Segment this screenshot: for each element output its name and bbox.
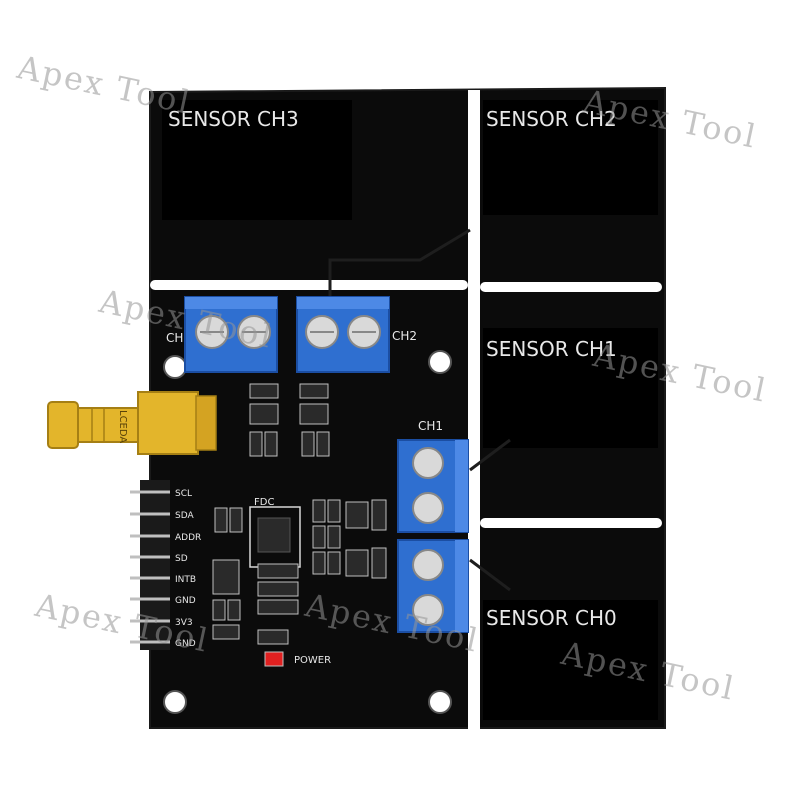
terminal-block-right [397,439,469,633]
pin-label-intb: INTB [175,575,196,585]
mounting-hole [163,355,187,379]
pcb-slot [468,90,480,730]
mounting-hole [163,690,187,714]
pin-label-gnd-2: GND [175,639,196,649]
smd-components [212,383,387,645]
fdc-chip-label: FDC [254,497,274,508]
pcb-slot [150,280,468,290]
fdc-chip [257,517,291,553]
terminal-block-middle [296,296,390,373]
pcb-trace [328,228,471,300]
sensor-label-ch1: SENSOR CH1 [486,337,617,361]
sensor-pad-ch0 [483,600,658,720]
pin-label-sd: SD [175,554,188,564]
pcb-trace [469,558,511,592]
sensor-label-ch3: SENSOR CH3 [168,107,299,131]
sensor-pad-ch3 [162,100,352,220]
sensor-pad-ch1 [483,328,658,448]
mounting-hole [428,690,452,714]
connector-label-right: CH1 [418,419,443,433]
sensor-label-ch2: SENSOR CH2 [486,107,617,131]
terminal-block-left [184,296,278,373]
pin-label-3v3: 3V3 [175,618,193,628]
power-led [264,651,284,667]
pcb-slot [480,518,662,528]
power-label: POWER [294,655,331,666]
connector-label-left: CH [166,331,183,345]
pin-label-gnd: GND [175,596,196,606]
connector-label-mid: CH2 [392,329,417,343]
pin-label-addr: ADDR [175,533,201,543]
pcb-trace [469,438,511,472]
sma-label: LCEDA [117,410,128,443]
pcb-slot [480,282,662,292]
sma-connector [47,391,217,455]
mounting-hole [428,350,452,374]
pin-label-sda: SDA [175,511,194,521]
pin-header [130,480,170,650]
sensor-label-ch0: SENSOR CH0 [486,606,617,630]
sensor-pad-ch2 [483,100,658,215]
pin-label-scl: SCL [175,489,192,499]
